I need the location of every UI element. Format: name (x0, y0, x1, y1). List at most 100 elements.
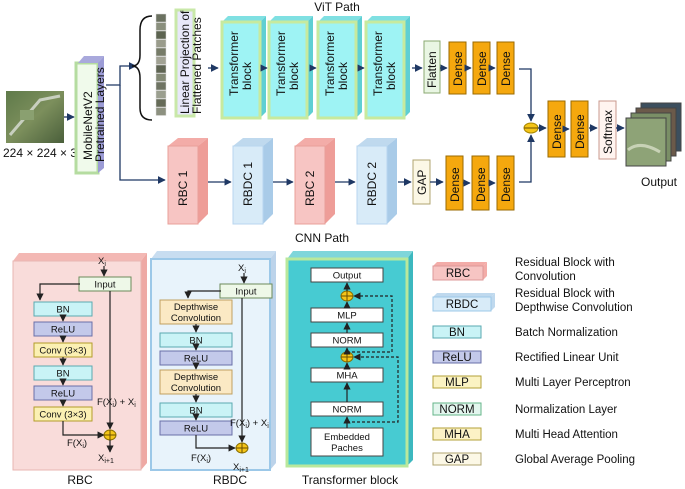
rbc-conv-2: Conv (3×3) (33, 406, 93, 422)
output-label: Output (641, 175, 678, 189)
legend-key: GAP (445, 454, 470, 466)
legend-desc: Convolution (515, 271, 576, 283)
rbdc-input-box-text: Input (235, 287, 256, 298)
rbc-conv-1: Conv (3×3) (33, 342, 93, 358)
dense-label: Dense (550, 114, 564, 149)
patch-cell (155, 30, 167, 40)
dense-label: Dense (448, 167, 462, 202)
transformer-block-line2: block (384, 61, 398, 90)
rbdc-bn-2-text: BN (189, 406, 202, 417)
rbdc-depthwise-2-text: Convolution (171, 383, 221, 394)
legend-item-gap: GAP Global Average Pooling (432, 452, 635, 466)
tf-output-box-text: Output (333, 271, 362, 282)
transformer-block-line1: Transformer (227, 31, 241, 96)
rbdc-relu-1-text: ReLU (184, 354, 208, 365)
rbc2-block: RBC 2 (294, 138, 335, 225)
legend-item-bn: BN Batch Normalization (432, 325, 618, 339)
rbdc2-block-label: RBDC 2 (365, 162, 379, 206)
rbc-bn-2-text: BN (56, 369, 69, 380)
dense-label: Dense (499, 167, 513, 202)
patch-cell (155, 73, 167, 82)
patch-cell (155, 81, 167, 91)
legend-key: BN (449, 327, 465, 339)
tf-mlp-box-text: MLP (337, 311, 357, 322)
rbdc-xout-label: Xi+1 (233, 462, 249, 474)
tf-mha-box: MHA (310, 367, 384, 383)
patch-strip (155, 13, 167, 116)
tf-output-box: Output (310, 267, 384, 283)
rbdc-bn-2: BN (159, 402, 233, 418)
cnn-dense-2: Dense (471, 155, 490, 211)
legend-key: MHA (444, 429, 470, 441)
legend-desc: Global Average Pooling (515, 454, 635, 466)
legend-desc: Normalization Layer (515, 404, 617, 416)
legend-desc: Rectified Linear Unit (515, 352, 619, 364)
final-dense-2: Dense (570, 100, 589, 158)
arrow-mobilenet-cnn (119, 85, 166, 184)
rbdc1-block: RBDC 1 (232, 138, 273, 225)
mobilenet-line2: Pretrained Layers (93, 67, 107, 162)
rbc-relu-1-text: ReLU (51, 325, 75, 336)
rbc-arrow-input-bn (36, 283, 80, 301)
input-size-label: 224 × 224 × 3 (3, 146, 77, 160)
rbc1-block: RBC 1 (167, 138, 208, 225)
rbc-caption: RBC (67, 473, 93, 487)
legend-key: RBDC (446, 299, 479, 311)
transformer-block-line2: block (336, 61, 350, 90)
legend-key: MLP (445, 377, 469, 389)
vit-dense-3: Dense (496, 41, 515, 95)
patch-cell (155, 64, 167, 74)
rbdc1-block-label: RBDC 1 (241, 162, 255, 206)
arrow-top-to-sum (519, 68, 535, 122)
rbdc-depthwise-1-text: Depthwise (174, 302, 218, 313)
rbdc-depthwise-2-text: Depthwise (174, 372, 218, 383)
rbc-relu-2-text: ReLU (51, 389, 75, 400)
rbc-bn-2: BN (33, 365, 93, 381)
tf-mha-box-text: MHA (336, 371, 358, 382)
rbc-sum-label: F(Xi) + Xi (97, 397, 136, 409)
rbdc-relu-2: ReLU (159, 420, 233, 436)
transformer-block-line1: Transformer (371, 31, 385, 96)
cnn-dense-3: Dense (496, 155, 515, 211)
transformer-caption: Transformer block (302, 473, 399, 487)
transformer-block-line2: block (287, 61, 301, 90)
dense-label: Dense (475, 51, 489, 86)
tf-skip-2 (347, 292, 393, 353)
rbdc-bn-1: BN (159, 332, 233, 348)
rbc-relu-2: ReLU (33, 385, 93, 401)
patch-cell (155, 39, 167, 48)
softmax-label: Softmax (601, 110, 615, 154)
rbc1-block-label: RBC 1 (176, 170, 190, 206)
tf-norm-box-2: NORM (310, 401, 384, 417)
flatten-block: Flatten (423, 40, 441, 94)
transformer-block-line2: block (240, 61, 254, 90)
linear-projection-block: Linear Projection of Flattened Patches (174, 8, 204, 118)
tf-norm-box-1: NORM (310, 332, 384, 348)
rbc-conv-1-text: Conv (3×3) (39, 346, 86, 357)
patch-brace (131, 15, 153, 121)
output-images (625, 102, 682, 167)
legend-desc: Batch Normalization (515, 327, 618, 339)
concat-sum-node (523, 122, 539, 134)
rbdc-input-box: Input (219, 283, 273, 299)
mobilenet-block: MobileNetV2 Pretrained Layers (74, 56, 107, 175)
tf-embedded-box-text: Embedded (324, 432, 370, 443)
vit-path-title: ViT Path (314, 0, 360, 14)
rbdc-arrow-input-dw (184, 290, 221, 299)
linproj-line1: Linear Projection of (178, 10, 192, 114)
patch-cell (155, 13, 167, 23)
rbdc-xi-label: Xi (238, 263, 246, 275)
patch-cell (155, 90, 167, 99)
cnn-dense-1: Dense (445, 155, 464, 211)
